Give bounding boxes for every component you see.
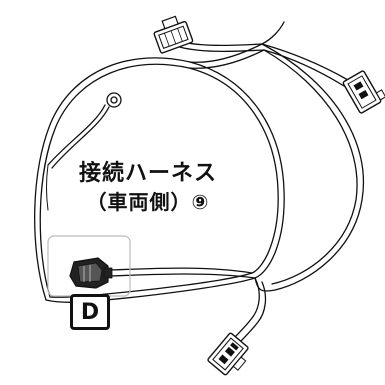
harness-main-loop (34, 57, 285, 303)
top-connector-icon (153, 15, 194, 54)
connector-d-wire (109, 267, 256, 279)
harness-bottom-branch (231, 277, 267, 345)
right-connector-icon (342, 70, 385, 114)
connector-d-label: D (70, 294, 110, 330)
harness-caption-line1: 接続ハーネス (78, 161, 217, 186)
connector-d-icon (69, 257, 113, 289)
ground-wire (46, 92, 122, 211)
bottom-connector-icon (207, 332, 249, 376)
ring-terminal-icon (106, 92, 122, 108)
harness-caption-line2: （車両側）⑨ (86, 190, 210, 214)
harness-outer-right (254, 43, 364, 292)
harness-right-branch (261, 43, 349, 87)
